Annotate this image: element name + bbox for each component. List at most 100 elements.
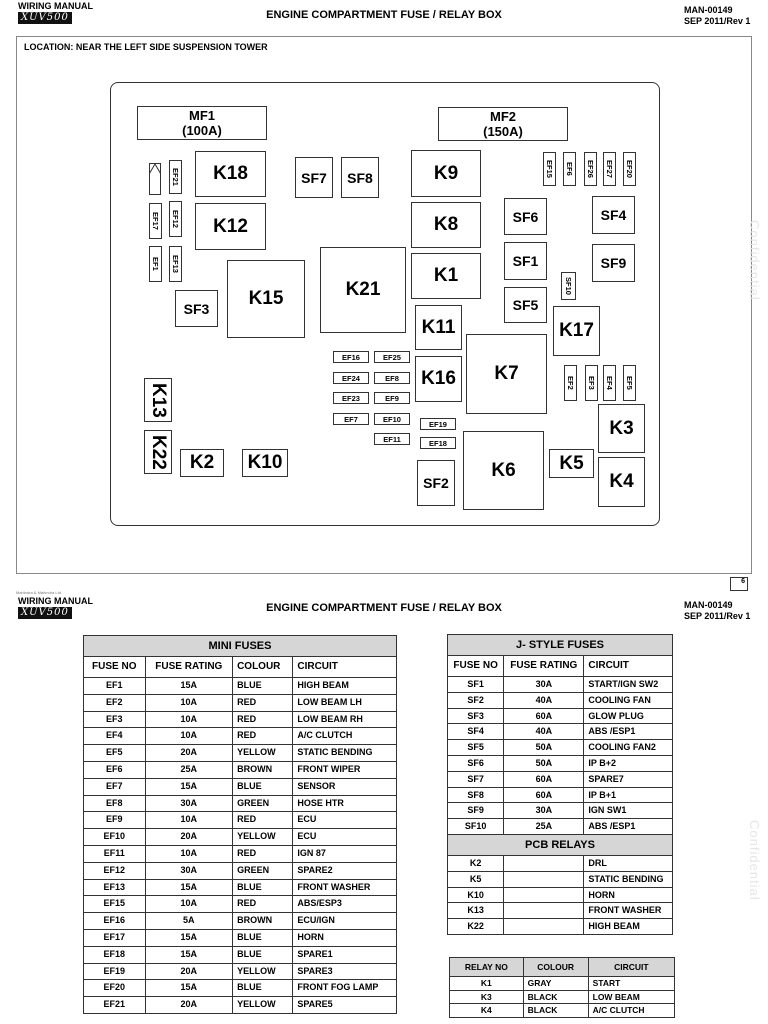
revision: SEP 2011/Rev 1 [684, 16, 751, 26]
table-cell: 5A [144, 912, 234, 930]
brand-logo-2: XUV500 [18, 607, 72, 619]
table-cell: EF7 [83, 777, 146, 796]
mf1-rating: (100A) [182, 123, 222, 138]
table-cell-empty [503, 886, 585, 904]
table-cell: START [587, 976, 676, 991]
table-cell: GREEN [232, 794, 294, 813]
table-cell: BLUE [232, 928, 294, 947]
table-cell: EF13 [83, 878, 146, 897]
table-cell: RED [232, 710, 294, 729]
table-cell: HIGH BEAM [583, 918, 673, 935]
location-text: LOCATION: NEAR THE LEFT SIDE SUSPENSION … [24, 42, 268, 52]
table-cell: 30A [503, 676, 585, 693]
jfuse-sf8: SF8 [341, 157, 379, 198]
table-cell: EF9 [83, 811, 146, 830]
relay-k8: K8 [411, 202, 481, 248]
table-cell: FRONT FOG LAMP [292, 979, 397, 998]
table-cell: SF2 [446, 691, 505, 709]
table-cell: 15A [144, 945, 234, 964]
minifuse-ef20: EF20 [623, 152, 636, 186]
jfuse-sf9: SF9 [592, 244, 635, 282]
table-cell: COOLING FAN2 [583, 739, 673, 756]
minifuse-ef26: EF26 [584, 152, 597, 186]
manual-label-2: WIRING MANUAL [18, 596, 93, 606]
table-cell-empty [503, 854, 585, 872]
minifuse-ef13: EF13 [169, 246, 182, 282]
table-cell: SF10 [446, 818, 505, 835]
minifuse-ef3: EF3 [585, 365, 598, 401]
table-cell: STATIC BENDING [292, 744, 397, 762]
minifuse-ef9: EF9 [374, 392, 410, 404]
minifuse-ef23: EF23 [333, 392, 369, 404]
manual-label: WIRING MANUAL [18, 1, 93, 11]
table-cell: A/C CLUTCH [587, 1003, 676, 1018]
table-cell: EF20 [83, 979, 146, 998]
page-title: ENGINE COMPARTMENT FUSE / RELAY BOX [266, 9, 502, 21]
doc-number-2: MAN-00149 [684, 600, 733, 610]
minifuse-ef27: EF27 [603, 152, 616, 186]
table-cell: 20A [144, 996, 234, 1014]
table-cell: LOW BEAM RH [292, 710, 397, 729]
table-cell: EF21 [83, 996, 146, 1014]
table-cell: EF1 [83, 677, 146, 695]
relay-k18: K18 [195, 151, 266, 197]
revision-2: SEP 2011/Rev 1 [684, 611, 751, 621]
minifuse-ef4: EF4 [603, 365, 616, 401]
table-cell: YELLOW [232, 828, 294, 846]
table-cell: K5 [446, 870, 505, 888]
jfuse-sf1: SF1 [504, 242, 547, 280]
table-cell: BLUE [232, 677, 294, 695]
table-cell: GREEN [232, 861, 294, 880]
copyright-text: Mahindra & Mahindra Ltd. [16, 590, 63, 595]
table-cell: FRONT WASHER [583, 902, 673, 920]
table-cell: EF8 [83, 794, 146, 813]
table-cell: RED [232, 844, 294, 863]
relay-k21: K21 [320, 247, 406, 333]
table-cell: 15A [144, 928, 234, 947]
table-cell: EF5 [83, 744, 146, 762]
table-cell: LOW BEAM LH [292, 693, 397, 712]
table-cell: 40A [503, 723, 585, 741]
doc-number-block-2: MAN-00149 SEP 2011/Rev 1 [684, 600, 750, 622]
relay-k9: K9 [411, 150, 481, 197]
minifuse-ef18: EF18 [420, 437, 456, 449]
table-cell: SF6 [446, 754, 505, 772]
relay-k17: K17 [553, 306, 600, 356]
table-cell: EF4 [83, 727, 146, 746]
col-fuse-rating: FUSE RATING [144, 656, 234, 678]
blank-fuse-slot [149, 163, 161, 195]
minifuse-ef10: EF10 [374, 413, 410, 425]
table-cell: RED [232, 693, 294, 712]
table-cell: SF8 [446, 786, 505, 804]
minifuse-ef15: EF15 [543, 152, 556, 186]
table-cell: EF16 [83, 912, 146, 930]
table-cell: SPARE1 [292, 945, 397, 964]
table-cell: IGN SW1 [583, 802, 673, 820]
table-cell: BROWN [232, 760, 294, 779]
minifuse-ef16: EF16 [333, 351, 369, 363]
table-cell: HIGH BEAM [292, 677, 397, 695]
table-cell: ABS /ESP1 [583, 723, 673, 741]
table-cell: 25A [144, 760, 234, 779]
col-j-fuse-rating: FUSE RATING [503, 655, 585, 677]
table-cell: EF2 [83, 693, 146, 712]
minifuse-ef12: EF12 [169, 201, 182, 237]
